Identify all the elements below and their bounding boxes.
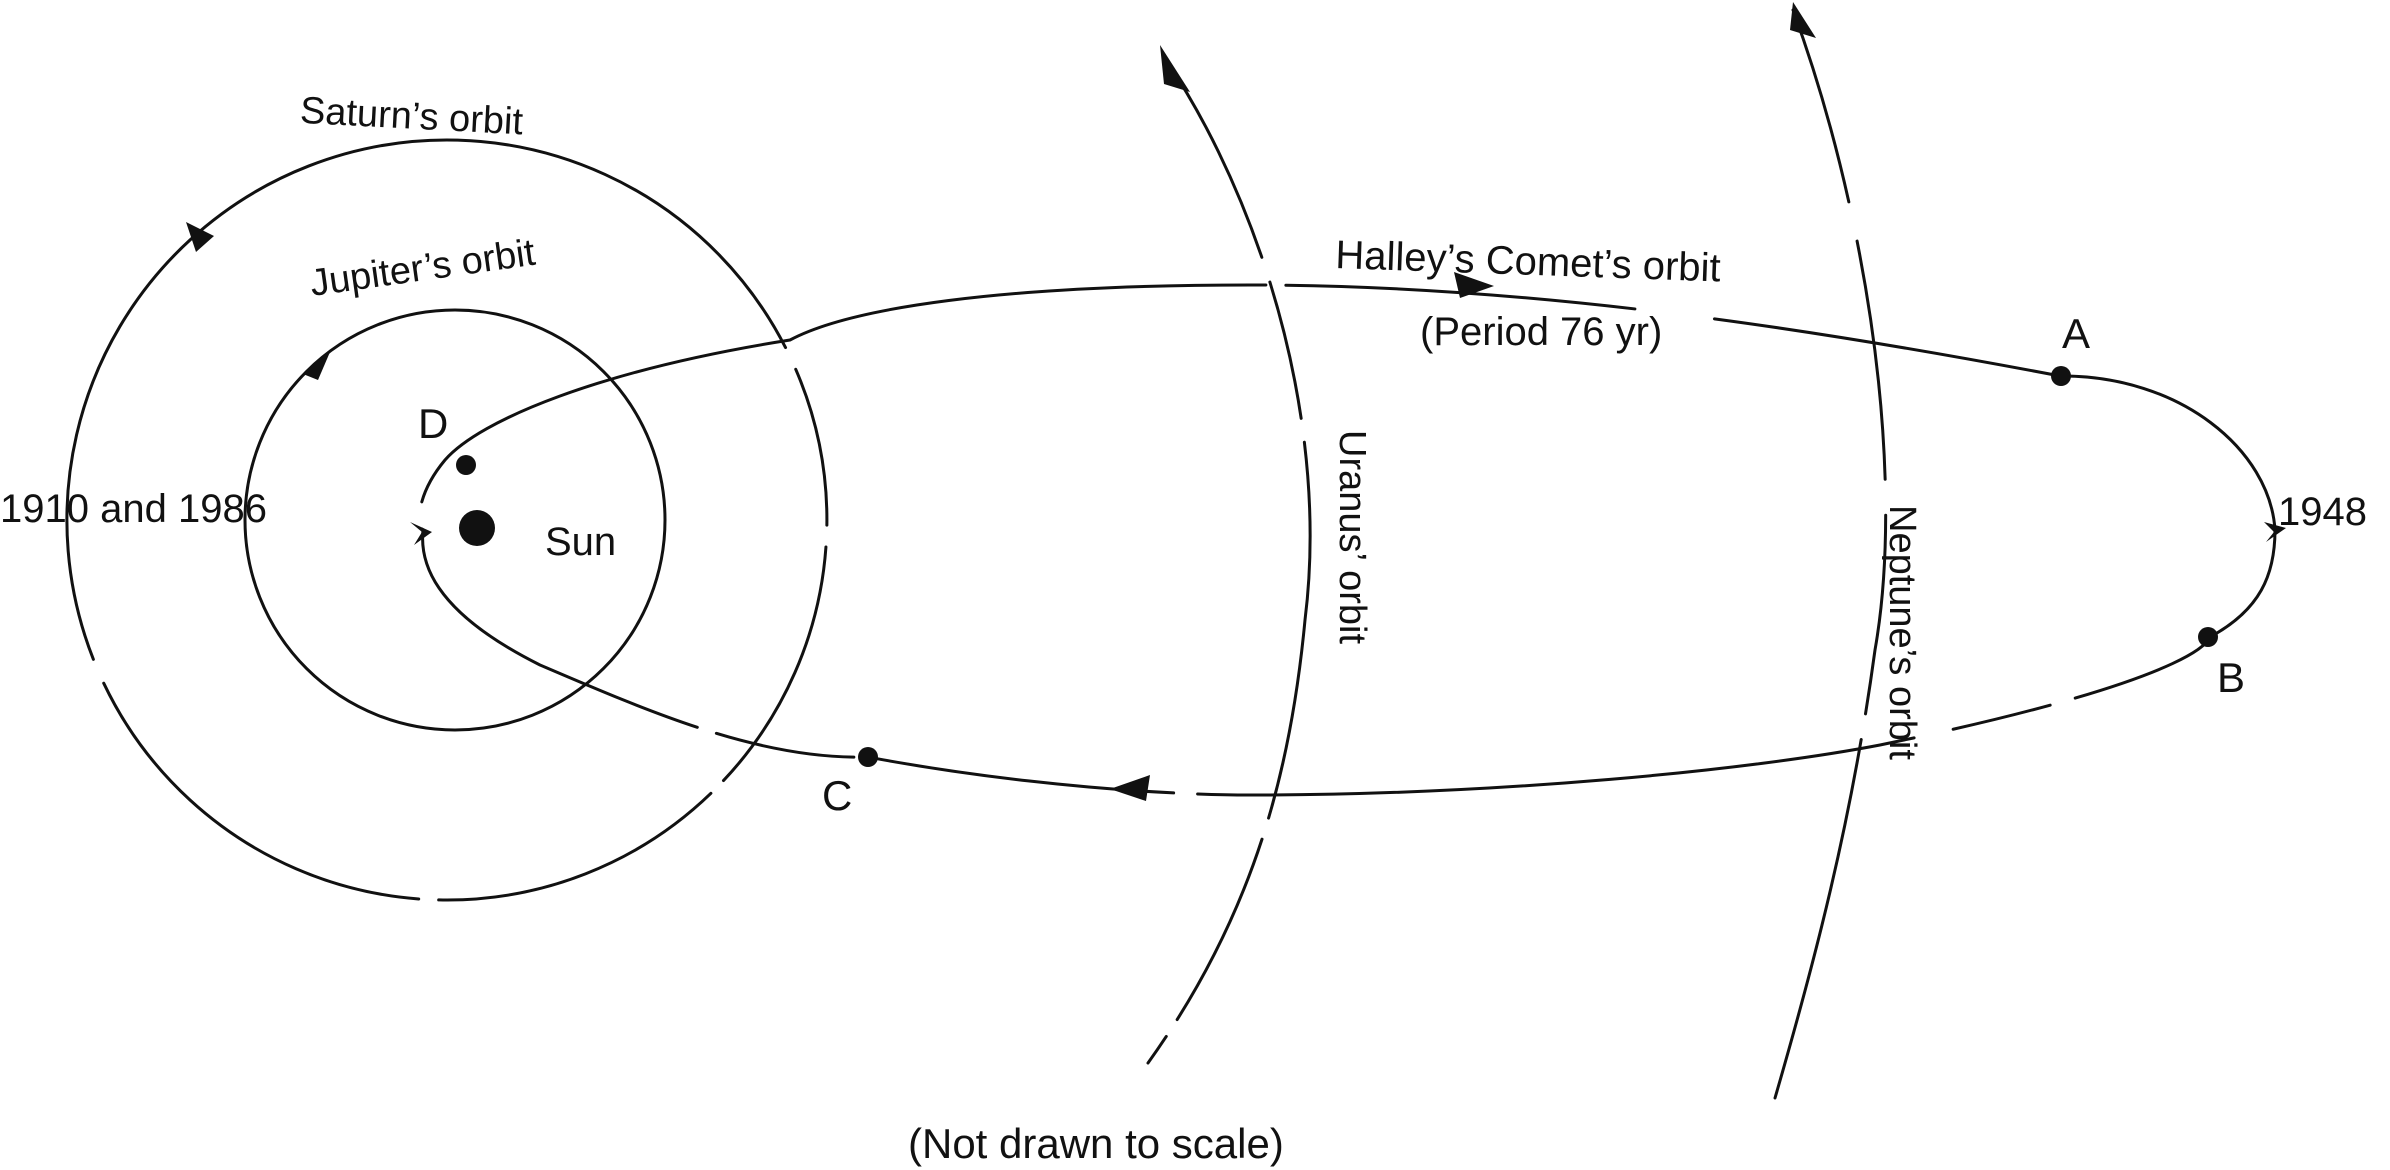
aphelion-marker <box>2264 522 2286 542</box>
halley-orbit-path <box>418 283 2277 797</box>
position-a-dot <box>2051 366 2071 386</box>
jupiter-orbit-path <box>243 308 667 732</box>
position-b-label: B <box>2217 654 2245 701</box>
position-c-dot <box>858 747 878 767</box>
sun: Sun <box>459 510 616 564</box>
neptune-orbit-label: Neptune’s orbit <box>1881 505 1923 760</box>
sun-label: Sun <box>545 520 616 564</box>
position-d-dot <box>456 455 476 475</box>
halley-orbit-label: Halley’s Comet’s orbit <box>1335 233 1722 290</box>
position-b-dot <box>2198 627 2218 647</box>
saturn-orbit-label: Saturn’s orbit <box>299 90 525 144</box>
saturn-orbit-arrow <box>186 222 214 252</box>
halley-orbit-arrow-bottom <box>1110 775 1150 801</box>
perihelion-marker <box>410 522 432 545</box>
sun-marker <box>459 510 495 546</box>
uranus-orbit-label: Uranus’ orbit <box>1331 430 1373 644</box>
jupiter-orbit-arrow <box>303 352 330 380</box>
uranus-orbit-arrow <box>1160 45 1190 92</box>
neptune-orbit: Neptune’s orbit <box>1773 2 1923 1100</box>
comet-positions: A B C D 1910 and 1986 1948 <box>0 310 2367 819</box>
saturn-orbit-path <box>65 138 829 902</box>
neptune-orbit-path <box>1773 8 1888 1100</box>
diagram-caption: (Not drawn to scale) <box>908 1120 1284 1167</box>
jupiter-orbit-label: Jupiter’s orbit <box>307 232 538 305</box>
jupiter-orbit: Jupiter’s orbit <box>243 232 667 732</box>
perihelion-label: 1910 and 1986 <box>0 487 267 531</box>
position-c-label: C <box>822 772 852 819</box>
uranus-orbit-path <box>1146 58 1312 1065</box>
position-d-label: D <box>418 400 448 447</box>
position-a-label: A <box>2062 310 2090 357</box>
neptune-orbit-arrow <box>1790 2 1816 38</box>
halley-period-label: (Period 76 yr) <box>1420 310 1662 354</box>
uranus-orbit: Uranus’ orbit <box>1146 45 1373 1065</box>
halley-orbit-arrow-top <box>1454 272 1494 298</box>
aphelion-label: 1948 <box>2278 490 2367 534</box>
